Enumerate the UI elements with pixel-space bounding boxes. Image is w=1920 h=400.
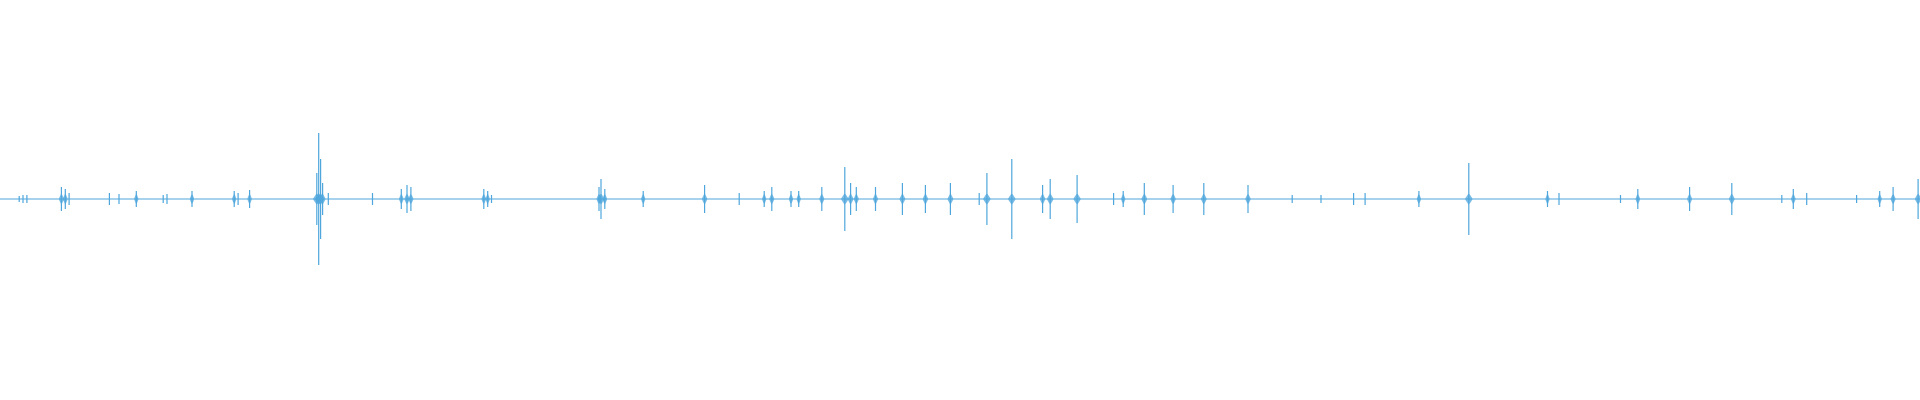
waveform-envelope (982, 193, 991, 205)
waveform-envelope (58, 193, 65, 205)
waveform-envelope (1007, 193, 1016, 205)
waveform-envelope (1200, 193, 1207, 205)
waveform-envelope (134, 193, 139, 205)
waveform-envelope (1686, 193, 1693, 205)
waveform-envelope (640, 193, 646, 205)
waveform-envelope (247, 193, 252, 205)
waveform-envelope (231, 193, 237, 205)
waveform-envelope (1416, 193, 1422, 205)
waveform-envelope (922, 193, 929, 205)
waveform-envelope (872, 193, 879, 205)
waveform-envelope (1039, 193, 1046, 205)
waveform-envelope (701, 193, 708, 205)
waveform-envelope (597, 193, 605, 205)
waveform-envelope (1877, 193, 1882, 205)
waveform-envelope (1073, 193, 1081, 205)
waveform-envelope (761, 193, 767, 205)
waveform-envelope (819, 193, 825, 205)
waveform-envelope (1635, 193, 1641, 205)
waveform-envelope (796, 193, 801, 205)
waveform-envelope (319, 193, 326, 205)
waveform-envelope (481, 193, 487, 205)
waveform-envelope (602, 193, 608, 205)
waveform-envelope (1046, 193, 1054, 205)
waveform-envelope (1914, 193, 1920, 205)
waveform-envelope (769, 193, 775, 205)
waveform-envelope (1790, 193, 1796, 205)
waveform-envelope (408, 193, 414, 205)
waveform-envelope (847, 193, 854, 205)
waveform-envelope (1141, 193, 1148, 205)
waveform-envelope (947, 193, 954, 205)
waveform-envelope (1890, 193, 1896, 205)
waveform-envelope (1120, 193, 1126, 205)
waveform-envelope (788, 193, 794, 205)
waveform-envelope (1170, 193, 1176, 205)
waveform-envelope (404, 193, 410, 205)
waveform-peaks (18, 133, 1920, 265)
waveform-envelope (485, 193, 490, 205)
waveform-envelope (853, 193, 859, 205)
waveform-envelope (62, 193, 68, 205)
waveform-envelope (840, 193, 849, 205)
waveform-envelope (1728, 193, 1735, 205)
waveform-envelope (1245, 193, 1251, 205)
waveform-envelope (1545, 193, 1550, 205)
waveform-envelope (1464, 193, 1473, 205)
waveform-envelope (398, 193, 404, 205)
waveform-envelope (899, 193, 906, 205)
waveform-envelope (189, 193, 195, 205)
